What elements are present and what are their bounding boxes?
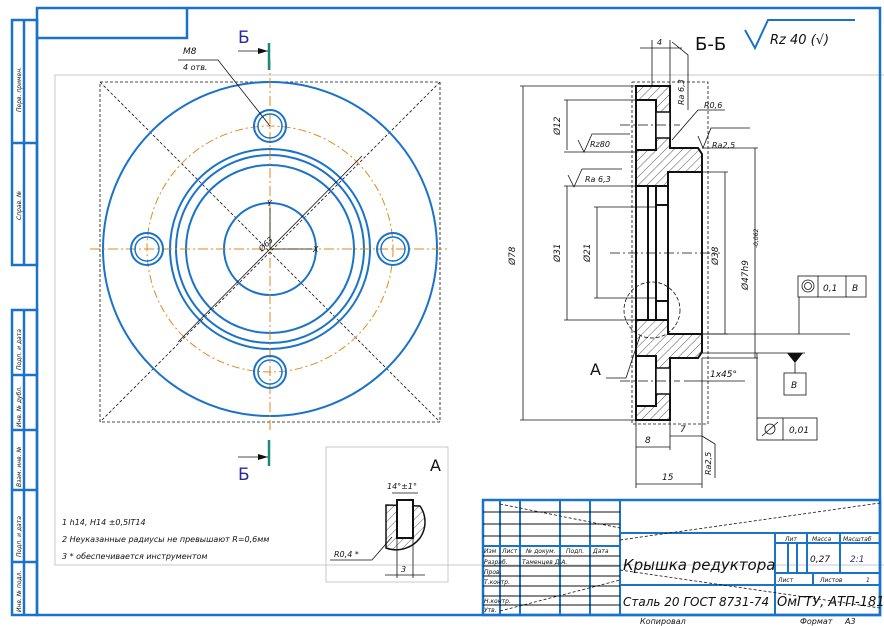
sheet-frame: [10, 6, 882, 617]
sheets-label: Листов: [819, 577, 843, 584]
detail-width: 3: [401, 565, 406, 574]
strip-label: Перв. примен.: [16, 67, 23, 112]
dim-d12: Ø12: [552, 116, 563, 136]
cut-label-bottom: Б: [238, 465, 250, 485]
detail-view-a: А 14°±1° R0,4 * 3: [325, 446, 449, 583]
concentricity-value: 0,1: [823, 284, 837, 294]
concentricity-datum: B: [852, 284, 858, 294]
role-approved: Утв.: [484, 607, 497, 614]
detail-angle: 14°±1°: [387, 482, 417, 491]
concentricity-icon: [801, 279, 815, 293]
header-doc: № докум.: [525, 548, 556, 555]
section-title: Б-Б: [695, 34, 726, 55]
scale-label: Масштаб: [843, 536, 872, 543]
role-checker: Пров.: [484, 569, 502, 576]
thread-label: M8: [183, 47, 197, 57]
header-sign: Подп.: [566, 548, 584, 555]
front-view: M8 4 отв. Ø63 Y X Б Б: [90, 28, 450, 485]
side-strip-labels: Перв. примен. Справ. № Подп. и дата Инв.…: [16, 67, 23, 612]
dim-d78: Ø78: [507, 246, 518, 266]
dim-d21: Ø21: [582, 243, 593, 263]
header-list: Лист: [501, 548, 518, 555]
material: Сталь 20 ГОСТ 8731-74: [623, 595, 769, 609]
copied-label: Копировал: [640, 617, 686, 626]
roughness-ra63-top: Ra 6,3: [677, 79, 686, 105]
technical-notes: 1 h14, H14 ±0,5IT14 2 Неуказанные радиус…: [62, 518, 269, 561]
detail-callout: А: [590, 360, 601, 379]
note: 2 Неуказанные радиусы не превышают R=0,6…: [62, 535, 269, 544]
cut-label-top: Б: [238, 28, 250, 48]
mass-value: 0,27: [810, 555, 830, 565]
note: 1 h14, H14 ±0,5IT14: [62, 518, 146, 527]
bolt-holes: [130, 109, 410, 389]
roughness-ra63: Ra 6,3: [585, 175, 611, 184]
dim-d31: Ø31: [552, 243, 563, 263]
detail-title: А: [430, 456, 441, 475]
mass-label: Масса: [812, 536, 831, 543]
developer-name: Таменцев Д.А.: [522, 559, 567, 566]
strip-label: Подп. и дата: [16, 516, 23, 557]
roughness-rz80: Rz80: [590, 140, 610, 149]
part-name: Крышка редуктора: [623, 556, 775, 574]
strip-label: Взам. инв. №: [16, 446, 23, 487]
strip-label: Инв. № подл.: [16, 571, 23, 612]
datum-label: B: [791, 381, 797, 391]
axis-x-label: X: [312, 245, 319, 254]
datum-b: B: [783, 353, 807, 396]
strip-label: Справ. №: [16, 191, 23, 220]
role-developer: Разраб.: [484, 559, 508, 566]
detail-radius: R0,4 *: [334, 550, 359, 559]
viewport-frame: [54, 74, 884, 566]
runout-frame: 0,01: [756, 353, 818, 441]
dim-w4: 4: [657, 38, 662, 47]
note: 3 * обеспечивается инструментом: [62, 552, 207, 561]
sheets-count: 1: [866, 577, 870, 584]
roughness-ra25: Ra2,5: [712, 141, 735, 150]
role-norm-control: Н.контр.: [484, 598, 511, 605]
roughness-ra25-bottom: Ra2,5: [704, 452, 713, 475]
header-izm: Изм: [484, 548, 497, 555]
default-roughness: Rz 40 (√): [770, 33, 829, 48]
dim-d38: Ø38: [710, 246, 721, 266]
role-tech-control: Т.контр.: [484, 579, 510, 586]
strip-label: Подп. и дата: [16, 329, 23, 370]
format-label: Формат: [800, 617, 833, 626]
header-date: Дата: [592, 548, 609, 555]
runout-value: 0,01: [789, 426, 809, 436]
roughness-icon: [744, 19, 855, 51]
format-value: А3: [844, 617, 856, 626]
section-view: А Б-Б Rz 40 (√) Ø78 Ø12 Ø31 Ø21 Ø38 Ø47h…: [507, 19, 867, 488]
axis-y-label: Y: [267, 199, 273, 208]
dim-d47: Ø47h9: [740, 260, 751, 291]
scale-value: 2:1: [850, 555, 864, 565]
dim-d47-tol: -0,062: [753, 228, 760, 248]
dim-w15: 15: [662, 473, 674, 483]
organization: ОмГТУ, АТП-181: [777, 595, 884, 610]
title-block: Изм Лист № докум. Подп. Дата Разраб. Там…: [481, 498, 884, 626]
dim-w8: 8: [645, 436, 651, 446]
lit-label: Лит: [784, 536, 797, 543]
radius-r06: R0,6: [704, 101, 722, 110]
concentricity-frame: 0,1 B: [797, 275, 867, 334]
sheet-label: Лист: [777, 577, 794, 584]
thread-count: 4 отв.: [183, 63, 207, 72]
strip-label: Инв. № дубл.: [16, 386, 23, 427]
cylindricity-icon: [761, 421, 779, 437]
dim-w7: 7: [680, 425, 686, 435]
diameter-label: Ø63: [256, 235, 275, 254]
dim-chamfer: 1x45°: [710, 370, 737, 380]
